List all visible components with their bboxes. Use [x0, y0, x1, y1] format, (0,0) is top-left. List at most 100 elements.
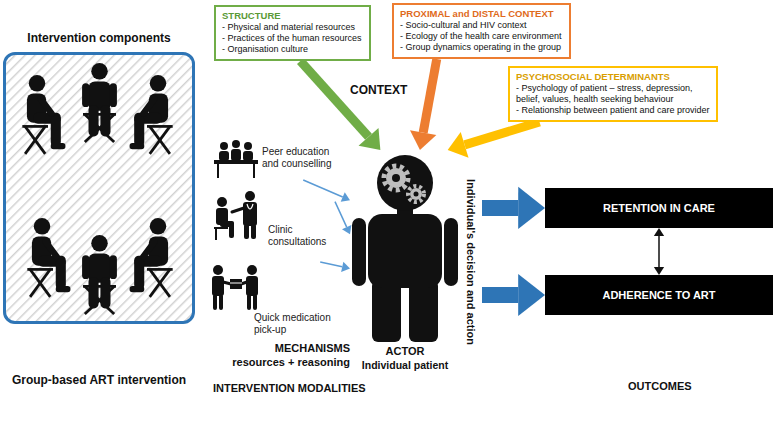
connector-arrow [303, 180, 350, 202]
arrowhead [448, 132, 469, 158]
arrowhead [410, 130, 436, 150]
actor-heading: ACTOR [350, 345, 460, 357]
medication-pickup-icon [247, 294, 251, 310]
section-heading: CONTEXT [350, 83, 407, 97]
peer-education-icon [231, 149, 241, 161]
actor-figure [352, 155, 458, 342]
seated-person [82, 235, 117, 314]
medication-pickup-icon [230, 279, 242, 289]
medication-pickup-icon [246, 276, 258, 296]
actor-node: ACTOR Individual patient [350, 150, 482, 378]
intervention-group-box: Intervention componentsGroup-based ART i… [3, 52, 195, 324]
actor-caption: Individual patient [350, 359, 460, 371]
medication-pickup-icon [230, 283, 242, 284]
clinic-consultation-icon [215, 228, 217, 240]
arrowhead [518, 187, 545, 229]
bullet-item: - Relationship between patient and care … [516, 105, 710, 116]
box-heading: PSYCHOSOCIAL DETERMINANTS [516, 71, 710, 83]
seated-person [130, 218, 173, 297]
section-heading: INTERVENTION MODALITIES [213, 382, 366, 394]
connector-line [482, 287, 518, 303]
section-heading: OUTCOMES [628, 380, 692, 392]
medication-pickup-icon [212, 276, 224, 296]
peer-education-icon [214, 160, 258, 164]
bullet-item: - Psychology of patient – stress, depres… [516, 83, 710, 105]
seated-person [130, 75, 173, 154]
clinic-consultation-icon [251, 224, 256, 239]
mechanism-label: resources + reasoning [210, 356, 350, 368]
context-box: PROXIMAL and DISTAL CONTEXT- Socio-cultu… [392, 3, 571, 59]
medication-pickup-icon [212, 265, 258, 310]
actor-figure [409, 280, 438, 342]
connector-arrow [300, 61, 380, 150]
bullet-item: - Group dynamics operating in the group [400, 42, 563, 53]
connector-arrow [448, 122, 540, 158]
group-heading: Intervention components [0, 31, 212, 45]
gears [392, 174, 400, 182]
connector-line [482, 200, 518, 216]
arrowhead [654, 267, 664, 275]
connector-line [465, 122, 540, 145]
seated-figures [22, 63, 172, 314]
clinic-consultation-icon [245, 191, 255, 201]
clinic-consultation-icon [217, 197, 227, 207]
mechanism-label: MECHANISMS [250, 342, 350, 354]
actor-figure [372, 280, 401, 342]
peer-education-icon [217, 164, 219, 178]
outcome-box: ADHERENCE TO ART [545, 275, 773, 315]
bullet-item: - Socio-cultural and HIV context [400, 20, 563, 31]
gears [408, 186, 424, 202]
modality-label: Clinic consultations [268, 224, 336, 248]
connector-line [320, 262, 342, 267]
arrowhead [341, 192, 350, 201]
arrowhead [341, 262, 350, 272]
actor-figure [444, 218, 458, 286]
connector-arrow [320, 262, 350, 272]
peer-education-icon [243, 151, 253, 161]
actor-figure [368, 214, 442, 288]
gears [384, 166, 408, 190]
modality-node: Peer education and counselling [208, 128, 335, 180]
outcome-label: ADHERENCE TO ART [602, 289, 715, 301]
group-caption: Group-based ART intervention [0, 373, 212, 387]
medication-pickup-icon [223, 282, 231, 284]
box-heading: PROXIMAL and DISTAL CONTEXT [400, 8, 563, 20]
connector-line [303, 180, 342, 197]
seated-person [22, 75, 65, 154]
modality-node: Clinic consultations [210, 188, 335, 256]
modality-label: Quick medication pick-up [254, 312, 342, 336]
arrowhead [654, 228, 664, 236]
clinic-consultation-icon [232, 208, 244, 212]
context-box: STRUCTURE- Physical and material resourc… [214, 5, 371, 61]
clinic-consultation-icon [229, 222, 234, 238]
vertical-label: Individual's decision and action [465, 179, 477, 345]
arrowhead [359, 128, 381, 150]
gears [384, 166, 424, 202]
peer-education-icon [232, 140, 240, 148]
clinic-consultation-icon [243, 202, 257, 226]
peer-education-icon [244, 142, 252, 150]
bullet-item: - Practices of the human resources [222, 33, 363, 44]
arrowhead [518, 274, 545, 316]
connector-arrow [482, 274, 545, 316]
seated-person [82, 63, 117, 142]
bullet-item: - Organisation culture [222, 44, 363, 55]
connector-line [658, 236, 660, 267]
modality-node: Quick medication pick-up [208, 262, 340, 338]
peer-education-icon [219, 151, 229, 161]
actor-figure [352, 218, 366, 286]
peer-education-icon [220, 142, 228, 150]
bullet-item: - Ecology of the health care environment [400, 31, 563, 42]
connector-line [423, 59, 437, 133]
peer-education-icon [214, 140, 258, 178]
arrowhead [342, 225, 351, 234]
seated-person [27, 218, 70, 297]
medication-pickup-icon [213, 265, 223, 275]
connector-line [335, 202, 347, 228]
box-heading: STRUCTURE [222, 10, 363, 22]
clinic-consultation-icon [244, 224, 249, 239]
clinic-consultation-icon [214, 191, 257, 240]
medication-pickup-icon [253, 294, 257, 310]
connector-arrow [335, 202, 351, 235]
